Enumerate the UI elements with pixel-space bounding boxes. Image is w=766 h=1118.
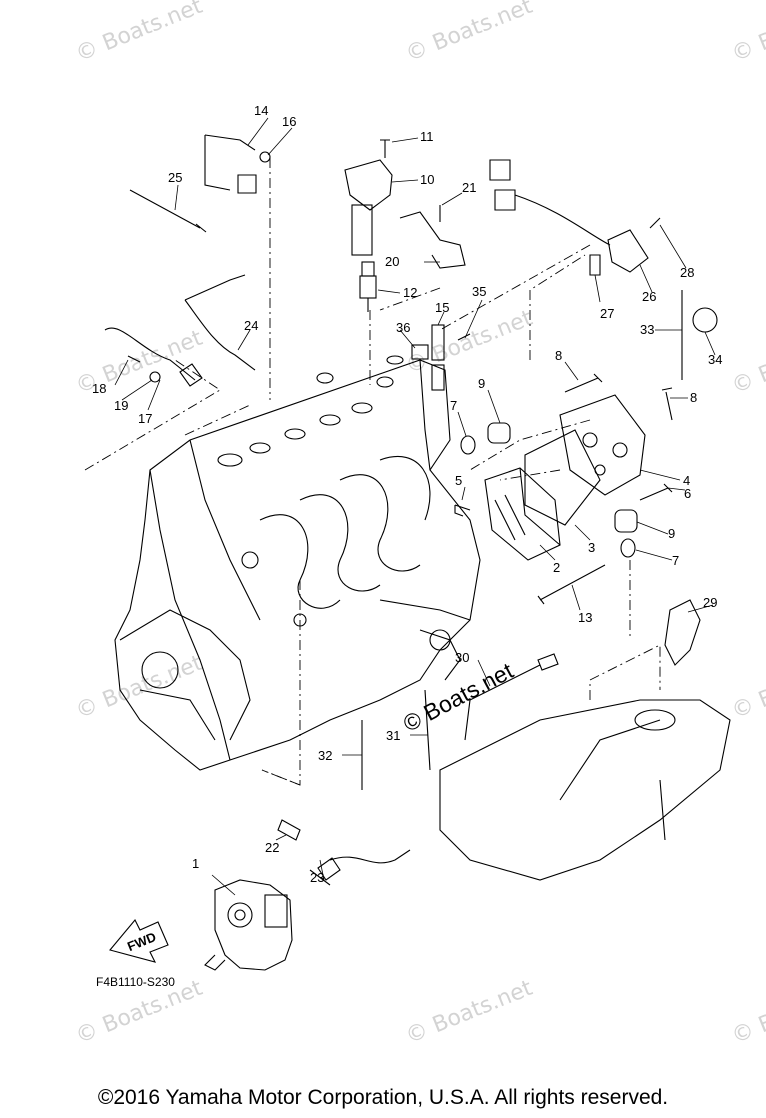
diagram-code: F4B1110-S230 (96, 975, 175, 989)
callout-7: 7 (450, 398, 457, 413)
callout-32: 32 (318, 748, 332, 763)
part-28-bolt (649, 217, 661, 229)
callout-labels: 1 2 3 4 5 6 7 7 8 8 9 9 10 11 12 13 14 1… (92, 103, 722, 885)
part-4-bracket (559, 394, 646, 496)
callout-16: 16 (282, 114, 296, 129)
fwd-arrow (109, 919, 169, 963)
callout-3: 3 (588, 540, 595, 555)
part-12-spark-plug (359, 261, 377, 312)
callout-25: 25 (168, 170, 182, 185)
callout-23: 23 (310, 870, 324, 885)
exhaust-manifold (439, 699, 731, 881)
callout-36: 36 (396, 320, 410, 335)
callout-7: 7 (672, 553, 679, 568)
part-11-bolt (380, 139, 390, 158)
callout-11: 11 (420, 129, 434, 144)
callout-27: 27 (600, 306, 614, 321)
callout-20: 20 (385, 254, 399, 269)
part-34-grommet (692, 307, 718, 333)
callout-34: 34 (708, 352, 722, 367)
callout-15: 15 (435, 300, 449, 315)
callout-35: 35 (472, 284, 486, 299)
part-7-collar (460, 435, 476, 455)
part-6-bolt (639, 483, 673, 501)
part-15-spacer (431, 324, 445, 361)
callout-19: 19 (114, 398, 128, 413)
callout-8: 8 (690, 390, 697, 405)
copyright-notice: ©2016 Yamaha Motor Corporation, U.S.A. A… (97, 1086, 669, 1109)
part-9-grommet (614, 509, 638, 533)
part-26-sensor (489, 159, 649, 273)
callout-33: 33 (640, 322, 654, 337)
part-19-washer (149, 371, 161, 383)
part-25-bolt (129, 189, 207, 233)
part-35-screw (457, 333, 471, 341)
callout-21: 21 (462, 180, 476, 195)
callout-8: 8 (555, 348, 562, 363)
callout-6: 6 (684, 486, 691, 501)
part-27-tie (589, 254, 601, 276)
callout-29: 29 (703, 595, 717, 610)
part-22-sensor (277, 819, 301, 841)
callout-17: 17 (138, 411, 152, 426)
part-31-tie (424, 689, 431, 771)
callout-9: 9 (668, 526, 675, 541)
part-30-sensor (464, 653, 559, 741)
callout-2: 2 (553, 560, 560, 575)
callout-13: 13 (578, 610, 592, 625)
part-15-spacer (431, 364, 445, 391)
part-8-bolt (564, 373, 603, 393)
part-23-knock-sensor (309, 849, 411, 886)
engine-block (114, 355, 481, 771)
part-13-bolt (537, 564, 606, 605)
parts-diagram: FWD (84, 103, 731, 971)
part-14-sensor (204, 134, 257, 194)
part-2-ecu (484, 467, 561, 561)
callout-5: 5 (455, 473, 462, 488)
callout-24: 24 (244, 318, 258, 333)
part-17-sensor (104, 327, 203, 387)
callout-12: 12 (403, 285, 417, 300)
callout-26: 26 (642, 289, 656, 304)
part-3-gasket (524, 429, 601, 526)
callout-14: 14 (254, 103, 268, 118)
part-9-grommet (487, 422, 511, 444)
part-10-ignition-coil (344, 159, 393, 256)
part-29-connector (664, 599, 701, 666)
part-18-bolt (127, 355, 141, 363)
part-1-throttle-body (204, 879, 293, 971)
part-36-bracket (411, 344, 429, 360)
callout-9: 9 (478, 376, 485, 391)
part-16-washer (259, 151, 271, 163)
part-24-sensor (184, 274, 256, 371)
callout-30: 30 (455, 650, 469, 665)
callout-28: 28 (680, 265, 694, 280)
part-7-collar (620, 538, 636, 558)
part-20-sensor (399, 211, 466, 269)
leader-lines (84, 158, 661, 786)
part-8-bolt (661, 387, 673, 421)
callout-22: 22 (265, 840, 279, 855)
callout-4: 4 (683, 473, 690, 488)
callout-10: 10 (420, 172, 434, 187)
callout-18: 18 (92, 381, 106, 396)
callout-1: 1 (192, 856, 199, 871)
callout-31: 31 (386, 728, 400, 743)
part-5-bolt (454, 504, 471, 517)
